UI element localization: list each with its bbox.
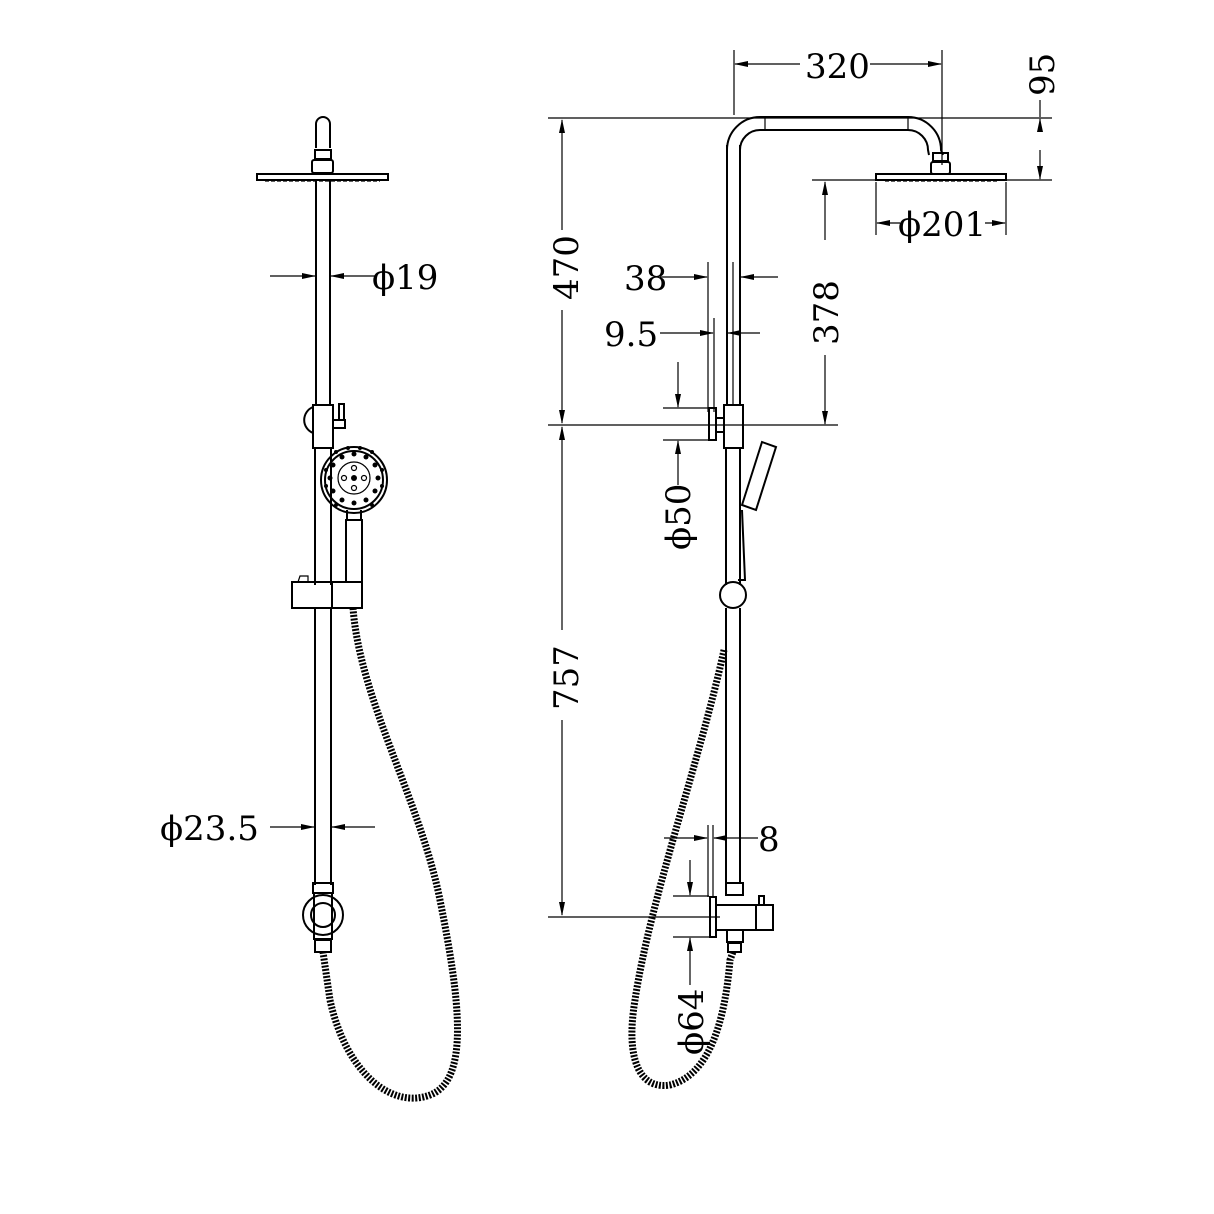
dim-upper-height: 470 bbox=[547, 235, 587, 300]
slider-bracket bbox=[291, 581, 333, 609]
wall-bracket-upper bbox=[303, 406, 314, 434]
hand-shower-neck bbox=[346, 510, 362, 521]
dim-head-drop: 95 bbox=[1023, 53, 1063, 96]
shower-arm-end bbox=[315, 116, 331, 148]
swivel-nut bbox=[314, 149, 332, 160]
dim-rail-diameter: ϕ23.5 bbox=[160, 809, 259, 849]
dim-tube-offset: 9.5 bbox=[604, 315, 658, 355]
dim-riser-diameter: ϕ19 bbox=[372, 258, 438, 298]
diverter-body bbox=[715, 904, 757, 931]
hose-side bbox=[628, 649, 737, 1090]
head-connector bbox=[311, 159, 334, 174]
front-view: ϕ19 bbox=[160, 116, 461, 1102]
hand-shower-handle bbox=[345, 519, 363, 583]
dim-bracket-flange-diameter: ϕ50 bbox=[659, 484, 699, 550]
side-view: 320 95 ϕ201 470 378 38 9.5 bbox=[547, 47, 1063, 1090]
dim-head-diameter: ϕ201 bbox=[898, 205, 986, 245]
bracket-flange-side bbox=[708, 407, 717, 441]
dim-arm-reach: 320 bbox=[805, 47, 870, 87]
dim-inlet-offset: 8 bbox=[758, 820, 780, 860]
hand-shower-face bbox=[320, 446, 388, 514]
dim-head-to-bracket: 378 bbox=[807, 280, 847, 345]
rain-head-side bbox=[875, 173, 1007, 181]
wall-elbow-front bbox=[302, 894, 344, 936]
dim-inlet-flange-diameter: ϕ64 bbox=[672, 989, 712, 1055]
dim-bracket-offset: 38 bbox=[624, 259, 667, 299]
hand-shower-side bbox=[740, 440, 778, 512]
slider-knob-side bbox=[719, 581, 747, 609]
dim-lower-height: 757 bbox=[547, 645, 587, 710]
rain-head-front bbox=[256, 173, 389, 181]
hose-front bbox=[319, 607, 461, 1102]
